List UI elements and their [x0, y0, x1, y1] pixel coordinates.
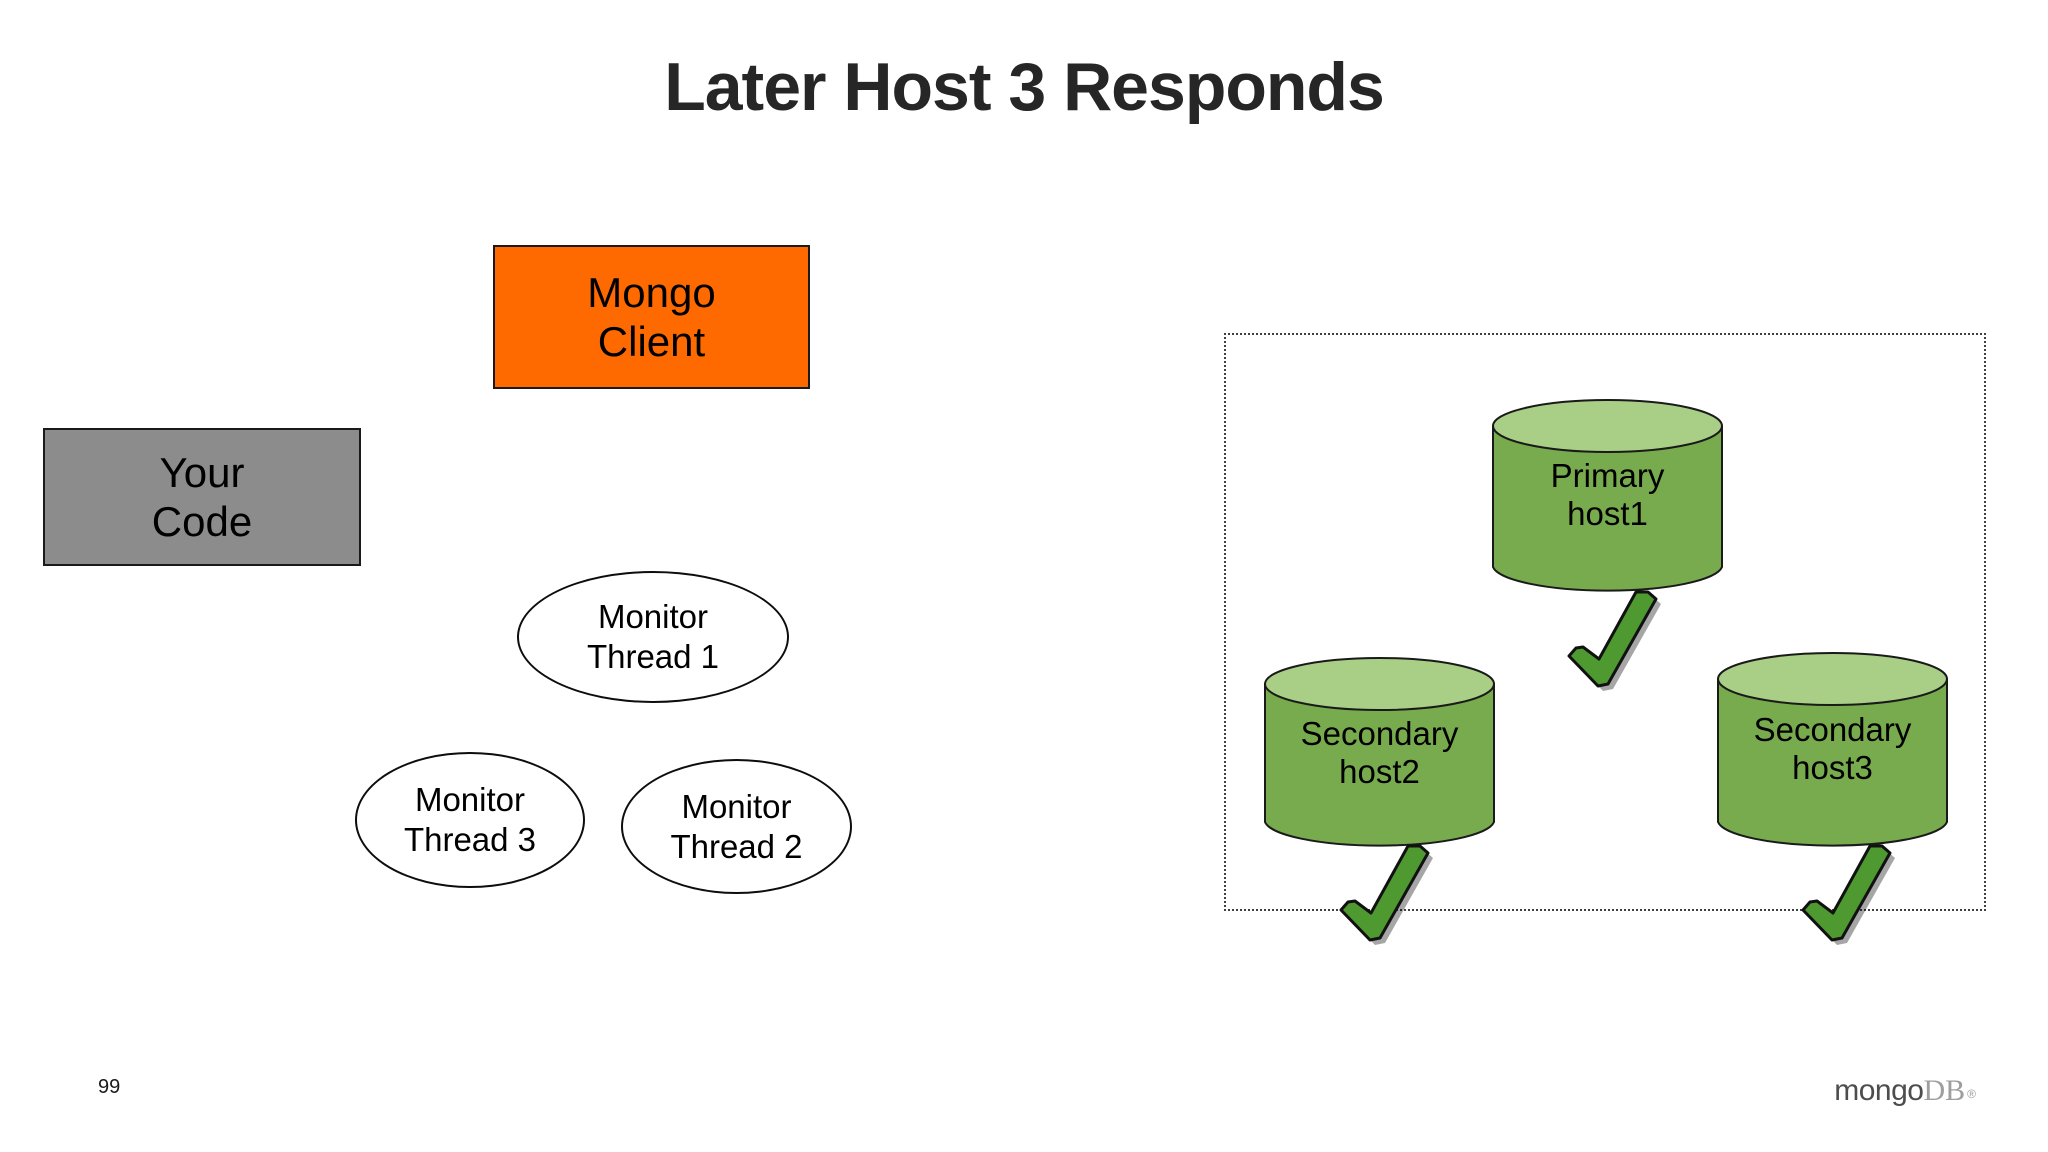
replica-set-boundary [1224, 333, 1986, 911]
database-node-host1: Primary host1 [1492, 399, 1723, 594]
your-code-box: Your Code [43, 428, 361, 566]
cylinder-shape-host2 [1264, 657, 1495, 847]
cylinder-shape-host3 [1717, 652, 1948, 847]
database-node-host3: Secondary host3 [1717, 651, 1948, 850]
mongo-client-label-line2: Client [597, 318, 706, 365]
monitor-thread-2-ellipse: Monitor Thread 2 [621, 759, 852, 894]
monitor-thread-2-label-line2: Thread 2 [670, 827, 803, 865]
monitor-thread-3-label-line2: Thread 3 [403, 821, 537, 858]
your-code-label-line2: Code [151, 498, 253, 545]
monitor-thread-1-ellipse: Monitor Thread 1 [517, 571, 789, 703]
page-number: 99 [98, 1076, 121, 1098]
mongo-client-label-line1: Mongo [587, 268, 716, 316]
mongo-client-box: Mongo Client [493, 245, 810, 389]
database-node-host2: Secondary host2 [1264, 657, 1495, 849]
monitor-thread-3-ellipse: Monitor Thread 3 [355, 752, 585, 888]
page-title: Later Host 3 Responds [664, 49, 1385, 125]
mongodb-logo-db-text: DB [1923, 1074, 1966, 1107]
mongodb-logo-mongo-text: mongo [1834, 1074, 1924, 1107]
response-checkmark-host1 [1552, 586, 1670, 698]
monitor-thread-3-label-line1: Monitor [414, 781, 526, 819]
monitor-thread-1-label-line1: Monitor [597, 598, 709, 636]
your-code-label-line1: Your [159, 448, 245, 496]
check-icon [1801, 844, 1895, 945]
response-checkmark-host3 [1786, 840, 1904, 952]
check-icon [1567, 590, 1661, 691]
mongodb-logo-trademark: ® [1967, 1087, 1976, 1101]
monitor-thread-2-label-line1: Monitor [681, 787, 792, 825]
cylinder-shape-host1 [1492, 399, 1723, 592]
monitor-thread-1-label-line2: Thread 1 [586, 638, 720, 675]
check-icon [1339, 844, 1433, 945]
response-checkmark-host2 [1324, 840, 1442, 952]
mongodb-logo: mongo DB ® [1834, 1074, 1976, 1108]
